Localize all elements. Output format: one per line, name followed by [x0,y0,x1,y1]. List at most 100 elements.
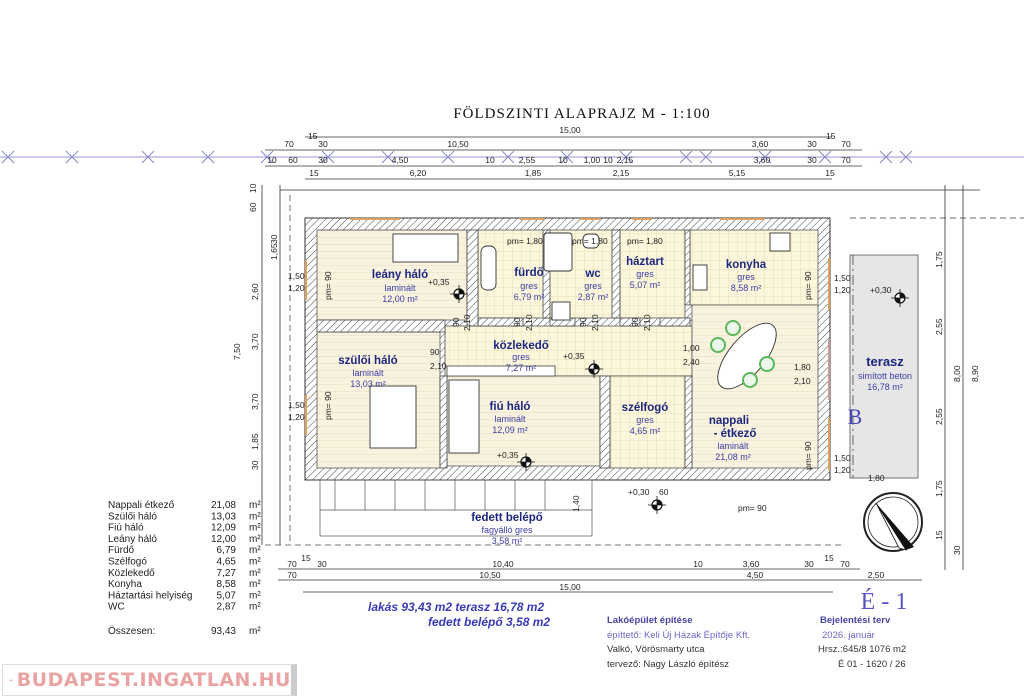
room-material: gres [520,281,538,291]
dim-text: 30 [317,559,327,569]
room-area: 12,09 m² [492,425,528,435]
dim-text: 10 [693,559,703,569]
dim-text: 8,90 [970,365,980,382]
parcel: Hrsz.:645/8 1076 m2 [818,644,906,655]
door-width: 90 [451,317,461,327]
watermark-text: BUDAPEST.INGATLAN.HU [16,669,291,691]
summary-label: Leány háló [108,534,157,545]
level-marker-icon [450,285,468,303]
summary-value: 2,87 [217,602,237,613]
date: 2026. január [822,630,875,641]
window-width: 1,50 [834,273,851,283]
level-markers [450,285,909,514]
opening-height: 2,40 [683,357,700,367]
sink-double [480,245,497,291]
dim-text: 15,00 [559,125,581,135]
room-material: simított beton [858,371,912,381]
dim-text: 4,50 [392,155,409,165]
room-kozlekedo: közlekedő gres 7,27 m² [493,340,549,373]
room-name: nappali [709,415,749,427]
dim-text: 70 [840,559,850,569]
summary-label: Közlekedő [108,568,155,579]
bottom-dimension-lines [278,568,922,593]
room-name: konyha [726,259,767,271]
summary-value: 12,09 [211,523,236,534]
room-fiu-halo: fiú háló laminált 12,09 m² [490,401,531,435]
room-name-line2: - étkező [714,428,757,440]
dim-text: 70 [284,139,294,149]
toilet [582,233,600,249]
dim-text: 15 [308,131,318,141]
summary-value: 4,65 [217,557,237,568]
dim-text: 15 [309,168,319,178]
dim-text: 30 [952,545,962,555]
totals-line-1: lakás 93,43 m2 terasz 16,78 m2 [368,600,544,614]
dim-text: 2,50 [868,570,885,580]
dim-text: 15 [824,553,834,563]
bed-szuloi [369,385,417,449]
axis-mark [879,150,893,164]
room-material: gres [636,415,654,425]
level-marker-icon [585,360,603,378]
dim-text: 30 [269,234,279,244]
room-name: háztart [626,256,664,268]
window-width: 1,50 [834,453,851,463]
level-text: +0,35 [563,351,585,361]
title-block: Lakóépület építése építtető: Keli Új Ház… [607,615,906,670]
dim-text: 70 [841,155,851,165]
dim-text: 3,60 [754,155,771,165]
summary-unit: m² [249,557,261,568]
door-width: 90 [578,317,588,327]
dim-text: 30 [804,559,814,569]
room-area: 21,08 m² [715,452,751,462]
axis-marks [1,150,913,164]
dim-text: 60 [248,202,258,212]
door-width: 90 [430,347,440,357]
dim-text: 30 [807,139,817,149]
dim-text: 6,20 [410,168,427,178]
summary-value: 6,79 [217,545,237,556]
dim-text: 7,50 [232,343,242,360]
summary-value: 7,27 [217,568,237,579]
room-area: 4,65 m² [630,426,661,436]
dim-text: 2,60 [250,283,260,300]
sill-text: pm= 1,80 [627,236,663,246]
door-height: 2,10 [462,314,472,331]
dim-text: 15,00 [559,582,581,592]
room-name: terasz [866,354,904,369]
dim-text: 10 [558,155,568,165]
room-material: gres [636,269,654,279]
summary-value: 13,03 [211,511,236,522]
level-text: +0,30 [870,285,892,295]
room-area: 2,87 m² [578,292,609,302]
axis-mark [260,150,274,164]
top-dimensions: 15 15,00 15 70 30 10,50 3,60 30 70 10 60… [267,125,851,178]
dim-text: 10,50 [447,139,469,149]
dim-text: 1,75 [934,480,944,497]
summary-unit: m² [249,579,261,590]
room-haztart: háztart gres 5,07 m² [626,256,664,290]
room-name: leány háló [372,269,428,281]
sill-text: pm= 90 [803,441,813,470]
room-fedett-belepo: fedett belépő fagyálló gres 3,58 m² [471,512,543,546]
level-marker-icon [891,289,909,307]
dim-text: 70 [841,139,851,149]
dim-text: 3,70 [250,393,260,410]
room-name: szülői háló [338,355,397,367]
axis-mark [699,150,713,164]
annotations: +0,35 +0,35 +0,35 +0,30 +0,30 pm= 1,80 p… [288,236,892,513]
door-width: 90 [512,317,522,327]
door-width: 90 [630,317,640,327]
dim-text: 1,75 [934,251,944,268]
dim-text: 70 [287,570,297,580]
north-arrow-icon [863,492,923,552]
room-name: wc [584,268,601,280]
summary-total-value: 93,43 [211,626,236,637]
dim-text: 70 [287,559,297,569]
terrace-slab [849,254,919,479]
room-area: 5,07 m² [630,280,661,290]
level-marker-icon [648,496,666,514]
bottom-dimensions: 70 15 30 10,40 10 3,60 30 15 70 70 10,50… [287,553,884,592]
